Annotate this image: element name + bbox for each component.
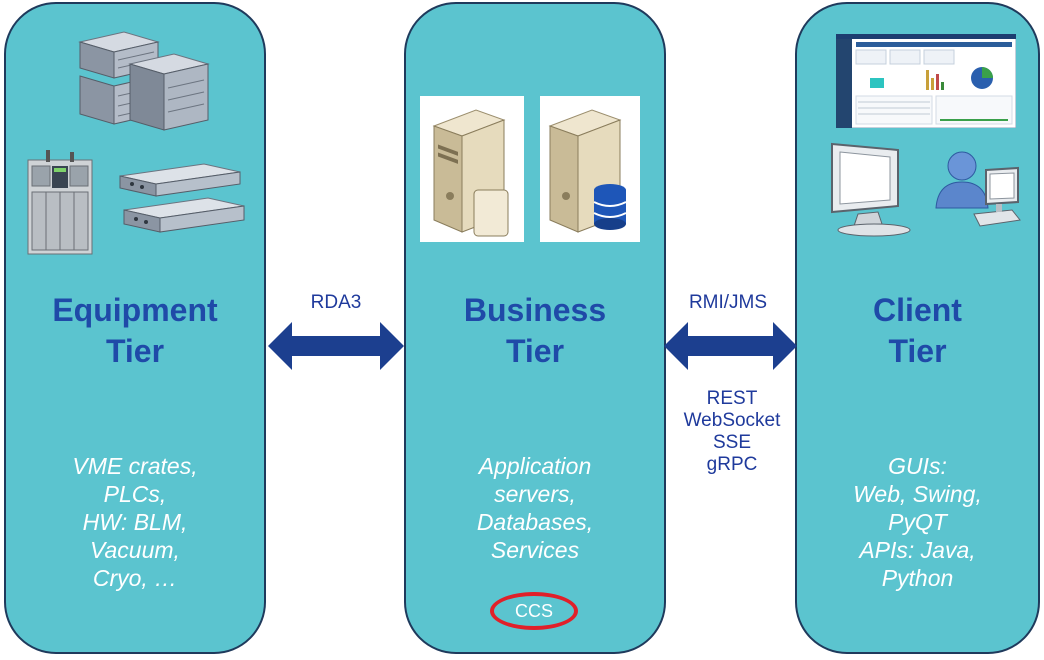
business-title-line2: Tier: [505, 333, 565, 369]
user-workstation-icon: [935, 151, 1021, 227]
client-desc-line: Python: [881, 565, 954, 591]
database-server-icon: [540, 96, 640, 242]
rmi-jms-text: RMI/JMS: [688, 292, 768, 313]
equipment-desc-line: PLCs,: [103, 481, 167, 507]
client-desc-line: GUIs:: [888, 453, 947, 479]
business-tier-title: Business Tier: [406, 290, 664, 372]
business-title-line1: Business: [463, 292, 607, 328]
client-tier-title: Client Tier: [797, 290, 1038, 372]
dashboard-screenshot: [836, 34, 1016, 128]
protocol-rest: REST: [706, 388, 758, 409]
double-arrow-right: [664, 322, 797, 370]
protocol-list: REST WebSocket SSE gRPC: [664, 388, 800, 476]
protocol-sse: SSE: [712, 432, 752, 453]
client-tier-description: GUIs: Web, Swing, PyQT APIs: Java, Pytho…: [797, 452, 1038, 592]
business-desc-line: Services: [490, 537, 580, 563]
rda3-text: RDA3: [310, 292, 362, 313]
monitor-icon: [831, 142, 911, 237]
equipment-desc-line: Cryo, …: [92, 565, 178, 591]
client-desc-line: APIs: Java,: [859, 537, 976, 563]
rda3-label: RDA3: [296, 292, 376, 314]
protocol-grpc: gRPC: [706, 454, 758, 475]
client-title-line2: Tier: [888, 333, 947, 369]
business-desc-line: Databases,: [476, 509, 594, 535]
business-desc-line: servers,: [494, 481, 576, 507]
equipment-title-line2: Tier: [105, 333, 165, 369]
equipment-tier-description: VME crates, PLCs, HW: BLM, Vacuum, Cryo,…: [6, 452, 264, 592]
client-desc-line: Web, Swing,: [853, 481, 982, 507]
equipment-title-line1: Equipment: [52, 292, 218, 328]
business-tier-description: Application servers, Databases, Services: [406, 452, 664, 564]
rmi-jms-label: RMI/JMS: [668, 292, 788, 314]
client-title-line1: Client: [873, 292, 962, 328]
business-desc-line: Application: [478, 453, 592, 479]
equipment-desc-line: Vacuum,: [90, 537, 180, 563]
plc-icon: [27, 150, 93, 255]
double-arrow-left: [268, 322, 404, 370]
power-supply-icon: [119, 163, 245, 233]
server-rack-icon: [78, 31, 210, 131]
client-desc-line: PyQT: [888, 509, 947, 535]
equipment-tier-title: Equipment Tier: [6, 290, 264, 372]
server-icon: [420, 96, 524, 242]
protocol-websocket: WebSocket: [683, 410, 781, 431]
equipment-desc-line: HW: BLM,: [82, 509, 188, 535]
ccs-highlight-badge: CCS: [490, 592, 578, 630]
equipment-desc-line: VME crates,: [72, 453, 198, 479]
